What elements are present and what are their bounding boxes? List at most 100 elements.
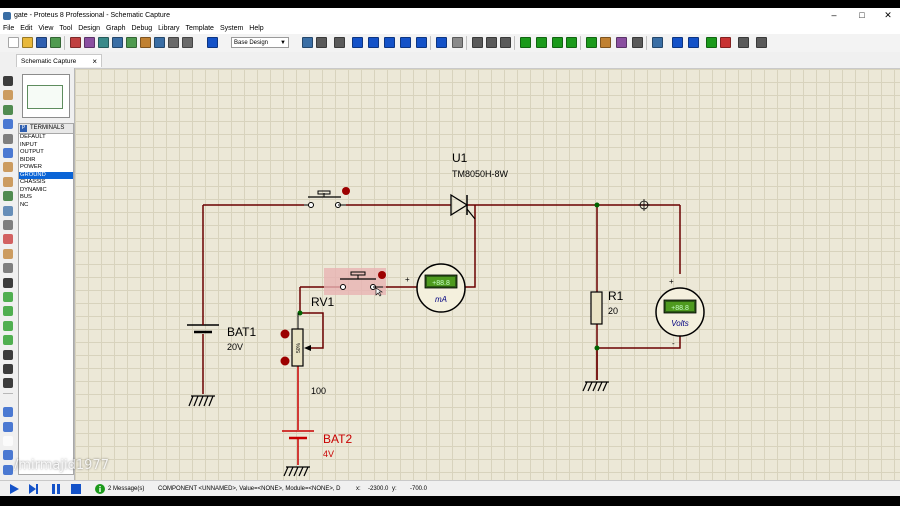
- resistor-r1[interactable]: R1 20: [590, 289, 624, 325]
- pin-mode-icon[interactable]: [3, 191, 13, 202]
- new-sheet-icon[interactable]: [706, 37, 717, 48]
- menu-view[interactable]: View: [38, 25, 54, 32]
- origin-icon[interactable]: [334, 37, 345, 48]
- text-2d-icon[interactable]: [3, 349, 13, 360]
- report-icon[interactable]: [756, 37, 767, 48]
- maximize-button[interactable]: □: [859, 10, 865, 20]
- pcb-icon[interactable]: [154, 37, 165, 48]
- menu-file[interactable]: File: [3, 25, 15, 32]
- stop-icon[interactable]: [71, 484, 81, 494]
- new-file-icon[interactable]: [8, 37, 19, 48]
- mirror-y-icon[interactable]: [3, 464, 13, 475]
- instrument-icon[interactable]: [3, 263, 13, 274]
- menu-library[interactable]: Library: [158, 25, 180, 32]
- grid-icon[interactable]: [316, 37, 327, 48]
- zoom-area-icon[interactable]: [416, 37, 427, 48]
- schematic-canvas[interactable]: U1 TM8050H-8W +88.8 mA + 50% RV1 100: [75, 69, 900, 480]
- pan-icon[interactable]: [352, 37, 363, 48]
- step-icon[interactable]: [29, 484, 39, 494]
- battery-bat1[interactable]: BAT1 20V: [187, 304, 256, 352]
- package-icon[interactable]: [616, 37, 627, 48]
- terminal-item-nc[interactable]: NC: [20, 201, 29, 208]
- property-assign-icon[interactable]: [688, 37, 699, 48]
- zoom-fit-icon[interactable]: [112, 37, 123, 48]
- angle-field[interactable]: [3, 436, 13, 446]
- search-tag-icon[interactable]: [672, 37, 683, 48]
- block-rotate-icon[interactable]: [552, 37, 563, 48]
- terminal-item-default[interactable]: DEFAULT: [20, 134, 46, 140]
- menu-debug[interactable]: Debug: [131, 25, 153, 32]
- rv1-increase-dot[interactable]: [280, 329, 290, 339]
- terminals-mode-icon[interactable]: [3, 176, 13, 187]
- play-icon[interactable]: [9, 484, 19, 494]
- pick-button[interactable]: P: [20, 125, 27, 132]
- close-tab-icon[interactable]: ×: [92, 57, 97, 66]
- marker-2d-icon[interactable]: [3, 378, 13, 389]
- junction-mode-icon[interactable]: [3, 104, 13, 115]
- close-button[interactable]: ✕: [884, 10, 892, 20]
- zoom-all-icon[interactable]: [400, 37, 411, 48]
- cut-icon[interactable]: [472, 37, 483, 48]
- box-2d-icon[interactable]: [3, 292, 13, 302]
- exit-to-parent-icon[interactable]: [738, 37, 749, 48]
- import-icon[interactable]: [50, 37, 61, 48]
- pause-icon[interactable]: [51, 484, 61, 494]
- terminal-item-output[interactable]: OUTPUT: [20, 149, 44, 155]
- pushbutton-2[interactable]: [324, 268, 386, 297]
- help-icon[interactable]: [207, 37, 218, 48]
- minimize-button[interactable]: –: [831, 10, 837, 20]
- text-script-icon[interactable]: [3, 133, 13, 144]
- battery-bat2[interactable]: BAT2 4V: [282, 430, 352, 459]
- tab-schematic-capture[interactable]: Schematic Capture ×: [16, 54, 102, 67]
- probe-icon[interactable]: [3, 248, 13, 259]
- overview-window[interactable]: [22, 74, 70, 118]
- menu-tool[interactable]: Tool: [59, 25, 73, 32]
- circle-2d-icon[interactable]: [3, 306, 13, 317]
- mirror-x-icon[interactable]: [3, 450, 13, 461]
- terminal-item-input[interactable]: INPUT: [20, 141, 38, 148]
- wire-label-icon[interactable]: [3, 119, 13, 130]
- menu-system[interactable]: System: [219, 25, 244, 32]
- save-icon[interactable]: [36, 37, 47, 48]
- remove-sheet-icon[interactable]: [720, 37, 731, 48]
- ground-symbol[interactable]: [283, 466, 310, 477]
- open-file-icon[interactable]: [22, 37, 33, 48]
- menu-design[interactable]: Design: [78, 25, 101, 32]
- doc-icon[interactable]: [182, 37, 193, 48]
- pushbutton-1[interactable]: [304, 187, 350, 208]
- rotate-ccw-icon[interactable]: [3, 421, 13, 432]
- make-device-icon[interactable]: [600, 37, 611, 48]
- rotate-cw-icon[interactable]: [3, 407, 13, 418]
- wire-autorouter-icon[interactable]: [652, 37, 663, 48]
- potentiometer-rv1[interactable]: 50% RV1 100: [280, 295, 335, 396]
- graph-mode-icon[interactable]: [3, 205, 13, 216]
- pick-device-icon[interactable]: [586, 37, 597, 48]
- tape-recorder-icon[interactable]: [3, 220, 13, 230]
- voltmeter[interactable]: +88.8 Volts + -: [655, 277, 705, 348]
- bom-icon[interactable]: [140, 37, 151, 48]
- terminal-item-chassis[interactable]: CHASSIS: [20, 179, 46, 185]
- path-2d-icon[interactable]: [3, 335, 13, 346]
- block-copy-icon[interactable]: [520, 37, 531, 48]
- overview-icon[interactable]: [98, 37, 109, 48]
- arc-2d-icon[interactable]: [3, 320, 13, 331]
- terminal-item-power[interactable]: POWER: [20, 164, 42, 170]
- menu-edit[interactable]: Edit: [20, 25, 33, 32]
- netlist-icon[interactable]: [168, 37, 179, 48]
- undo-icon[interactable]: [436, 37, 447, 48]
- block-move-icon[interactable]: [536, 37, 547, 48]
- paste-icon[interactable]: [500, 37, 511, 48]
- terminal-item-bidir[interactable]: BIDIR: [20, 156, 36, 163]
- ammeter[interactable]: +88.8 mA +: [405, 263, 466, 313]
- symbol-2d-icon[interactable]: [3, 364, 13, 374]
- terminal-item-dynamic[interactable]: DYNAMIC: [20, 186, 47, 193]
- ground-symbol[interactable]: [582, 381, 609, 392]
- decompose-icon[interactable]: [632, 37, 643, 48]
- terminal-item-bus[interactable]: BUS: [20, 194, 32, 200]
- zoom-out-icon[interactable]: [384, 37, 395, 48]
- refresh-icon[interactable]: [302, 37, 313, 48]
- zoom-in-icon[interactable]: [368, 37, 379, 48]
- zoom-home-icon[interactable]: [84, 37, 95, 48]
- design-select[interactable]: Base Design ▼: [231, 37, 289, 48]
- line-2d-icon[interactable]: [3, 277, 13, 288]
